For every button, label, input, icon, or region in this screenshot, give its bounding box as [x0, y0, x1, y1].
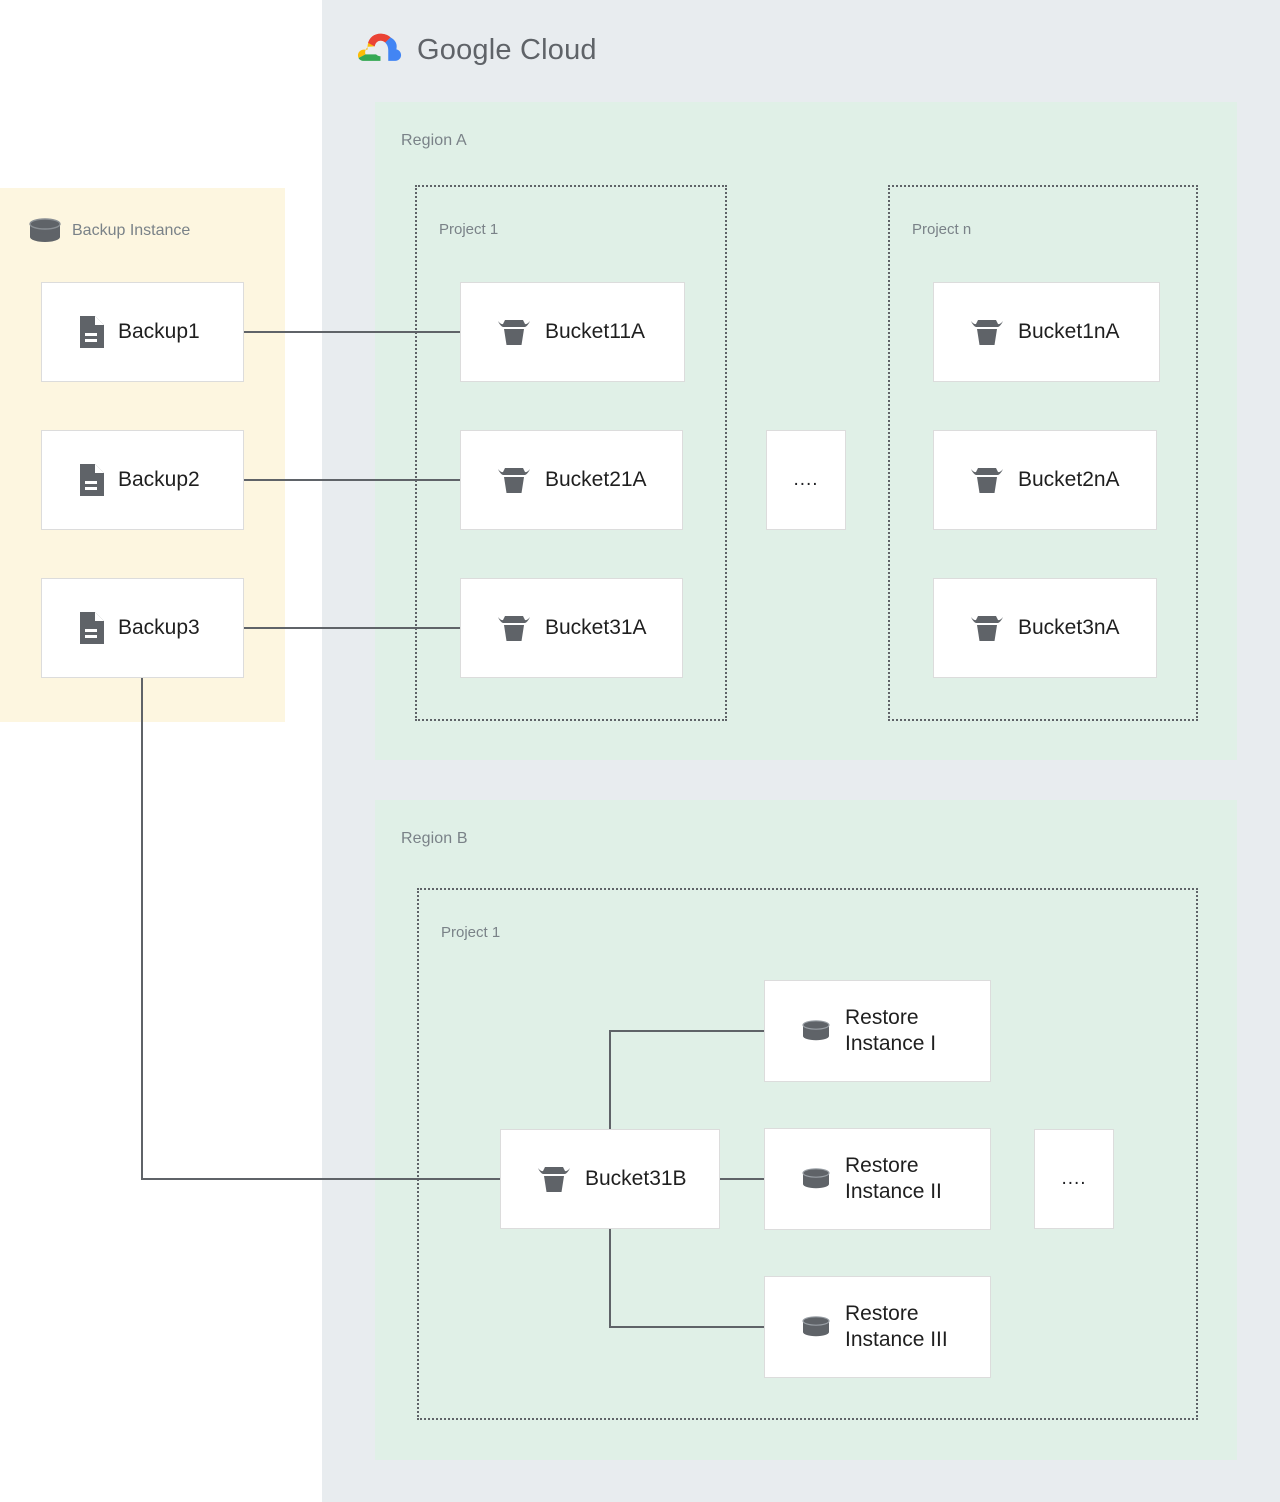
restore-instance-1-card[interactable]: Restore Instance I [764, 980, 991, 1082]
google-cloud-logo-icon [357, 33, 402, 61]
bucket21a-card[interactable]: Bucket21A [460, 430, 683, 530]
connector-backup3-bucket31a [244, 627, 460, 629]
storage-bucket-icon [498, 468, 530, 493]
bucket31b-card[interactable]: Bucket31B [500, 1129, 720, 1229]
restore-instance-3-card[interactable]: Restore Instance III [764, 1276, 991, 1378]
backup2-card[interactable]: Backup2 [41, 430, 244, 530]
restore-instance-1-label: Restore Instance I [845, 1006, 937, 1055]
backup-instance-header: Backup Instance [28, 218, 190, 244]
bucket11a-card[interactable]: Bucket11A [460, 282, 685, 382]
connector-backup3-bucket31b-horizontal [141, 1178, 500, 1180]
project-1-region-a-label: Project 1 [439, 221, 499, 238]
connector-bucket31b-restore3-vertical [609, 1229, 611, 1328]
backup-instance-label: Backup Instance [72, 222, 191, 239]
connector-bucket31b-restore1-vertical [609, 1030, 611, 1129]
bucket31b-label: Bucket31B [585, 1167, 687, 1191]
database-cylinder-icon [29, 218, 61, 242]
connector-bucket31b-restore2 [720, 1178, 764, 1180]
restore-instance-2-card[interactable]: Restore Instance II [764, 1128, 991, 1230]
connector-bucket31b-restore3-horizontal [609, 1326, 764, 1328]
storage-bucket-icon [971, 320, 1003, 345]
database-cylinder-icon [802, 1020, 830, 1041]
storage-bucket-icon [498, 320, 530, 345]
connector-backup2-bucket21a [244, 479, 460, 481]
google-cloud-wordmark: Google Cloud [417, 33, 597, 66]
google-cloud-branding: Google Cloud [357, 30, 597, 70]
project-n-region-a-box: Project n [888, 185, 1198, 721]
bucket31a-card[interactable]: Bucket31A [460, 578, 683, 678]
database-cylinder-icon [802, 1316, 830, 1337]
restore-instance-2-label: Restore Instance II [845, 1154, 942, 1203]
backup1-card[interactable]: Backup1 [41, 282, 244, 382]
region-a-label: Region A [401, 132, 467, 149]
document-icon [80, 464, 104, 496]
restore-instance-3-label: Restore Instance III [845, 1302, 948, 1351]
backup1-label: Backup1 [118, 320, 200, 344]
database-cylinder-icon [802, 1168, 830, 1189]
storage-bucket-icon [971, 468, 1003, 493]
storage-bucket-icon [971, 616, 1003, 641]
connector-bucket31b-restore1-horizontal [609, 1030, 764, 1032]
document-icon [80, 612, 104, 644]
backup3-card[interactable]: Backup3 [41, 578, 244, 678]
region-a-ellipsis-label: .... [793, 469, 819, 491]
bucket21a-label: Bucket21A [545, 468, 647, 492]
backup3-label: Backup3 [118, 616, 200, 640]
bucket1na-card[interactable]: Bucket1nA [933, 282, 1160, 382]
region-b-ellipsis-card: .... [1034, 1129, 1114, 1229]
region-a-ellipsis-card: .... [766, 430, 846, 530]
project-1-region-b-box: Project 1 [417, 888, 1198, 1420]
storage-bucket-icon [538, 1167, 570, 1192]
bucket2na-label: Bucket2nA [1018, 468, 1120, 492]
bucket2na-card[interactable]: Bucket2nA [933, 430, 1157, 530]
bucket1na-label: Bucket1nA [1018, 320, 1120, 344]
project-1-region-a-box: Project 1 [415, 185, 727, 721]
bucket31a-label: Bucket31A [545, 616, 647, 640]
document-icon [80, 316, 104, 348]
storage-bucket-icon [498, 616, 530, 641]
connector-backup1-bucket11a [244, 331, 460, 333]
bucket3na-label: Bucket3nA [1018, 616, 1120, 640]
region-b-ellipsis-label: .... [1061, 1168, 1087, 1190]
bucket11a-label: Bucket11A [545, 320, 646, 344]
project-n-region-a-label: Project n [912, 221, 972, 238]
region-b-label: Region B [401, 830, 468, 847]
project-1-region-b-label: Project 1 [441, 924, 501, 941]
connector-backup3-bucket31b-vertical [141, 678, 143, 1179]
backup2-label: Backup2 [118, 468, 200, 492]
bucket3na-card[interactable]: Bucket3nA [933, 578, 1157, 678]
